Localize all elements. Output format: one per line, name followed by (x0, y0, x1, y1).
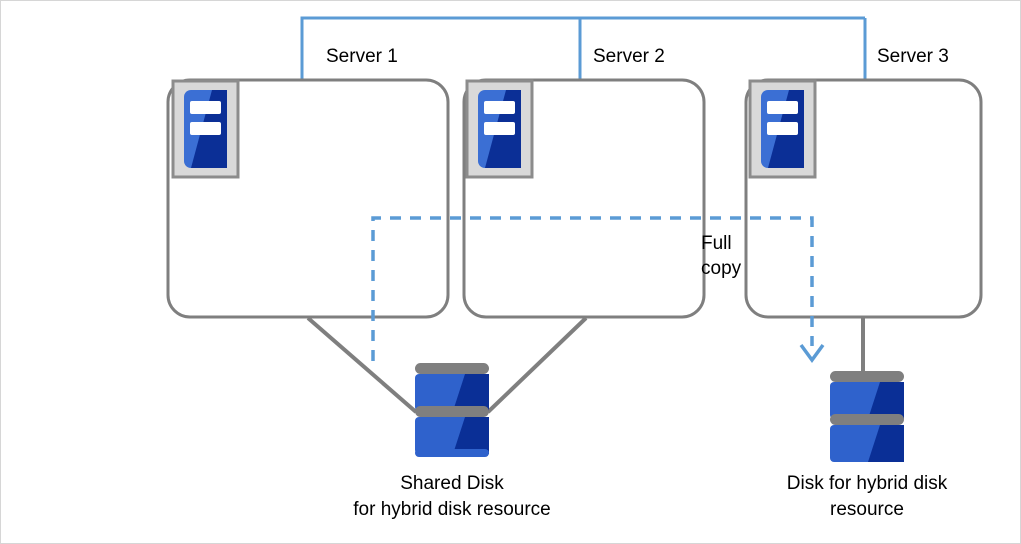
arrow-down-icon (799, 343, 825, 363)
server-icon-1 (171, 79, 240, 179)
server-icon-3 (748, 79, 817, 179)
server-icon-2 (465, 79, 534, 179)
server-1-label: Server 1 (326, 46, 398, 67)
shared-disk-caption: Shared Disk for hybrid disk resource (302, 471, 602, 523)
shared-disk-caption-line2: for hybrid disk resource (353, 499, 551, 520)
shared-disk-icon (415, 363, 489, 457)
shared-disk-connectors (306, 316, 588, 414)
server-2-label: Server 2 (593, 46, 665, 67)
shared-disk-caption-line1: Shared Disk (400, 473, 504, 494)
full-copy-dashed-path (371, 216, 825, 363)
hybrid-disk-caption-line2: resource (830, 499, 904, 520)
hybrid-disk-icon (830, 371, 904, 462)
server-boxes (166, 78, 983, 319)
server-label-bracket (300, 16, 867, 79)
hybrid-disk-caption-line1: Disk for hybrid disk (786, 473, 948, 494)
full-copy-label: Full copy (701, 233, 742, 279)
server-3-label: Server 3 (877, 46, 949, 67)
hybrid-disk-caption: Disk for hybrid disk resource (747, 471, 987, 523)
